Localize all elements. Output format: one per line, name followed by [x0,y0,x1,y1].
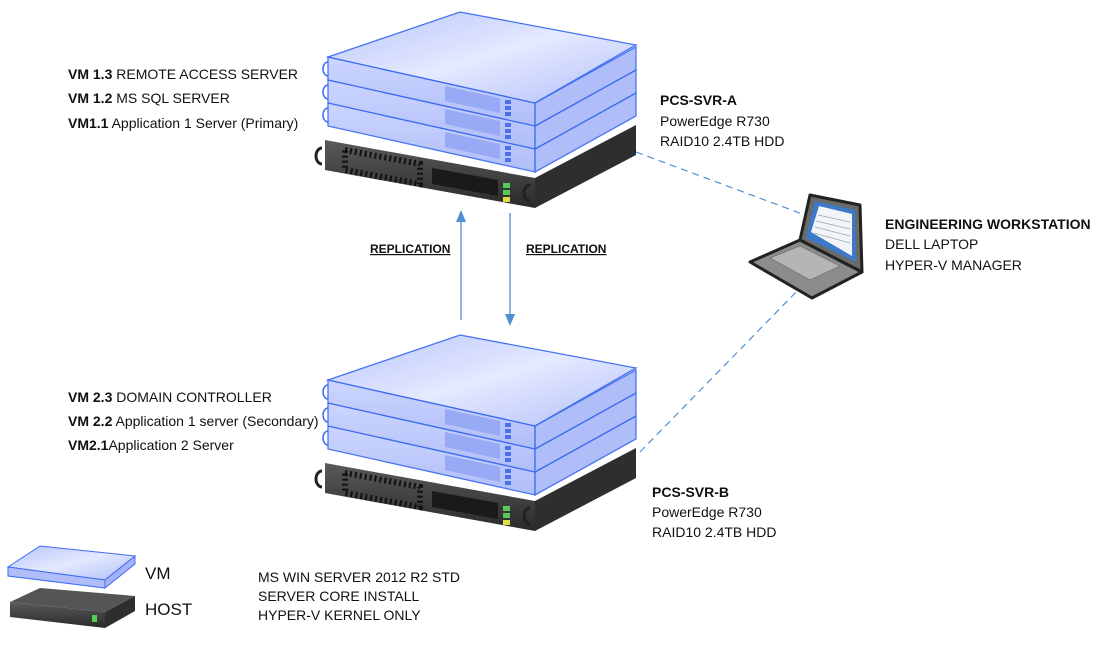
replication-label-down: REPLICATION [526,242,606,256]
workstation-info: ENGINEERING WORKSTATION DELL LAPTOP HYPE… [885,216,1091,273]
replication-down-arrow-icon [505,213,515,326]
server-b-stack-icon [316,335,636,531]
vm-1-3-label: VM 1.3 REMOTE ACCESS SERVER [68,66,298,82]
workstation-title: ENGINEERING WORKSTATION [885,216,1091,232]
replication-up-arrow-icon [456,210,466,320]
legend-host-label: HOST [145,600,192,619]
host-os-line3: HYPER-V KERNEL ONLY [258,607,421,623]
server-a-stack-icon [316,12,636,208]
server-a-model: PowerEdge R730 [660,113,770,129]
workstation-line1: DELL LAPTOP [885,236,978,252]
link-svr-b-workstation [639,287,801,453]
vm-1-1-label: VM1.1 Application 1 Server (Primary) [68,115,298,131]
host-os-line1: MS WIN SERVER 2012 R2 STD [258,569,460,585]
server-a-storage: RAID10 2.4TB HDD [660,133,784,149]
server-b-vm-list: VM 2.3 DOMAIN CONTROLLER VM 2.2 Applicat… [68,389,319,453]
workstation-line2: HYPER-V MANAGER [885,257,1022,273]
vm-2-3-label: VM 2.3 DOMAIN CONTROLLER [68,389,272,405]
vm-2-2-label: VM 2.2 Application 1 server (Secondary) [68,413,319,429]
server-a-info: PCS-SVR-A PowerEdge R730 RAID10 2.4TB HD… [660,92,784,149]
server-b-model: PowerEdge R730 [652,504,762,520]
legend-host-icon [10,588,135,628]
vm-2-1-label: VM2.1Application 2 Server [68,437,234,453]
laptop-icon [748,193,864,300]
link-svr-a-workstation [635,151,806,216]
legend-vm-label: VM [145,564,171,583]
host-os-line2: SERVER CORE INSTALL [258,588,420,604]
replication-label-up: REPLICATION [370,242,450,256]
server-a-name: PCS-SVR-A [660,92,737,108]
legend-vm-icon [6,545,137,590]
server-b-storage: RAID10 2.4TB HDD [652,524,776,540]
vm-1-2-label: VM 1.2 MS SQL SERVER [68,90,230,106]
server-a-vm-list: VM 1.3 REMOTE ACCESS SERVER VM 1.2 MS SQ… [68,66,298,131]
host-os-info: MS WIN SERVER 2012 R2 STD SERVER CORE IN… [258,569,460,623]
legend: VM HOST [6,545,192,628]
server-b-name: PCS-SVR-B [652,484,729,500]
server-b-info: PCS-SVR-B PowerEdge R730 RAID10 2.4TB HD… [652,484,776,540]
